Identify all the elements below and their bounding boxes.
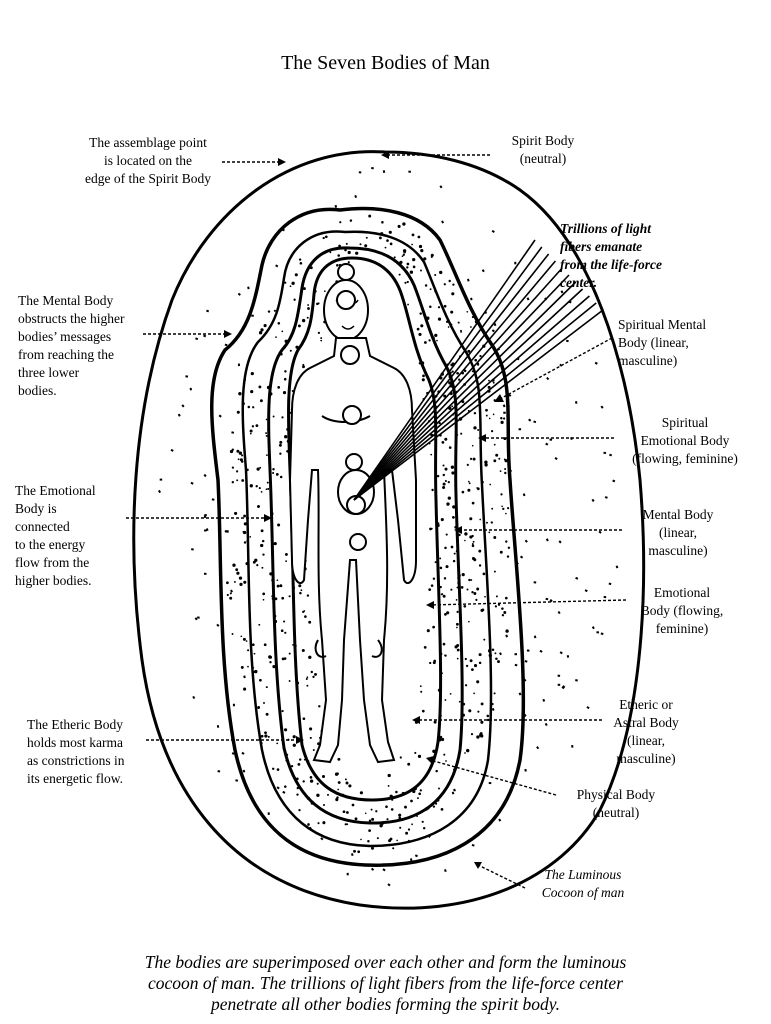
label-luminous-cocoon: The Luminous Cocoon of man: [541, 867, 625, 900]
page-title: The Seven Bodies of Man: [281, 52, 490, 74]
arrow-heads: [224, 151, 504, 869]
label-light-fibers: Trillions of light fibers emanate from t…: [560, 221, 662, 290]
label-etheric-body-karma: The Etheric Body holds most karma as con…: [27, 717, 125, 786]
label-spiritual-emotional-body: Spiritual Emotional Body (flowing, femin…: [632, 415, 738, 466]
etheric-body-outline: [287, 256, 443, 802]
human-figure: [288, 279, 417, 764]
leader-lines: [126, 154, 627, 889]
label-emotional-body: Emotional Body (flowing, feminine): [640, 585, 724, 636]
label-etheric-astral-body: Etheric or Astral Body (linear, masculin…: [613, 697, 679, 766]
spiritual-emotional-body-outline: [241, 230, 493, 848]
label-emotional-body-connected: The Emotional Body is connected to the e…: [15, 483, 96, 588]
chakra-points: [336, 263, 375, 551]
label-assemblage-point: The assemblage point is located on the e…: [85, 135, 211, 186]
caption: The bodies are superimposed over each ot…: [144, 952, 627, 1014]
label-spiritual-mental-body: Spiritual Mental Body (linear, masculine…: [618, 317, 707, 368]
label-mental-body-obstructs: The Mental Body obstructs the higher bod…: [18, 293, 125, 398]
label-mental-body: Mental Body (linear, masculine): [642, 507, 714, 558]
light-fibers: [353, 239, 604, 501]
spirit-body-outline: [132, 150, 646, 910]
spiritual-mental-body-outline: [210, 206, 526, 867]
mental-body-outline: [267, 246, 464, 825]
label-spirit-body: Spirit Body (neutral): [511, 133, 575, 166]
stipple-texture: [157, 166, 619, 887]
label-physical-body: Physical Body (neutral): [576, 787, 656, 820]
